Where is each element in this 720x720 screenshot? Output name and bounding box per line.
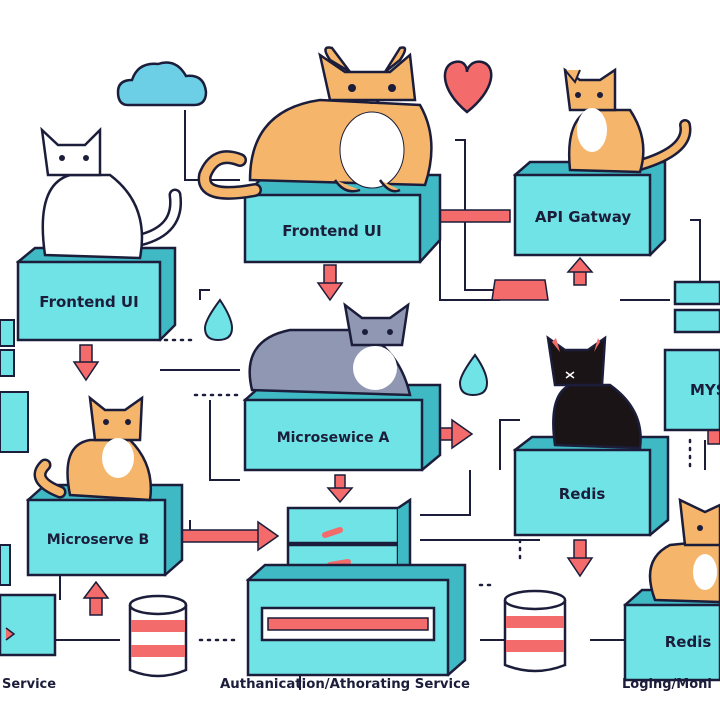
- water-drop-icon: [458, 353, 489, 397]
- caption-logging: Loging/Moni: [622, 677, 712, 692]
- box-label: Redis: [559, 485, 606, 503]
- box-label: API Gatway: [535, 208, 632, 226]
- box-label: Redis: [665, 633, 712, 651]
- water-drop-icon: [203, 298, 234, 342]
- cat-illustration: [648, 497, 720, 604]
- box-api-gateway: API Gatway: [512, 160, 667, 257]
- box-label: Frontend UI: [282, 222, 381, 240]
- box-redis-bottom: Redis: [623, 588, 720, 682]
- box-redis-middle: Redis: [512, 435, 670, 537]
- cat-illustration: [197, 46, 433, 200]
- caption-auth-service: Authanication/Athorating Service: [220, 677, 470, 692]
- box-label: Microserve B: [47, 532, 149, 548]
- cat-illustration: [248, 302, 412, 397]
- box-label: Microsewice A: [277, 430, 390, 446]
- box-microservice-a: Microsewice A: [242, 383, 442, 472]
- database-icon: [0, 319, 57, 657]
- box-mysql: MYS: [663, 280, 720, 432]
- box-label: MYS: [690, 381, 720, 399]
- cat-illustration: [546, 335, 642, 450]
- database-icon: [128, 594, 188, 678]
- box-label: Frontend UI: [39, 293, 138, 311]
- auth-service-stack: [245, 497, 467, 677]
- heart-icon: [443, 60, 493, 114]
- cat-illustration: [33, 395, 152, 502]
- cloud-icon: [116, 61, 208, 107]
- caption-service-left: Service: [2, 677, 56, 692]
- cat-illustration: [563, 67, 692, 174]
- box-microservice-b: Microserve B: [25, 483, 184, 577]
- box-frontend-ui-left: Frontend UI: [15, 246, 177, 342]
- database-icon: [503, 589, 567, 673]
- cat-illustration: [40, 126, 183, 260]
